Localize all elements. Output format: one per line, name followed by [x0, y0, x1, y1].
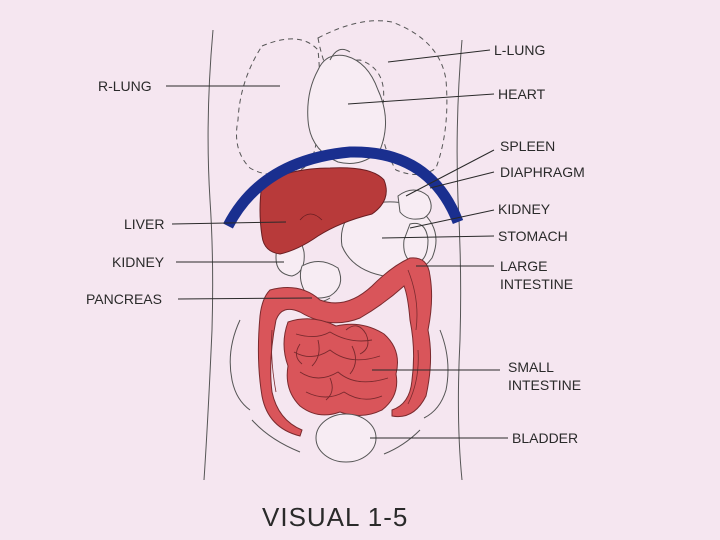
label-heart: HEART	[498, 86, 546, 102]
label-small-intestine-2: INTESTINE	[508, 377, 581, 393]
bladder	[316, 414, 376, 462]
label-r-lung: R-LUNG	[98, 78, 152, 94]
label-large-intestine-2: INTESTINE	[500, 276, 573, 292]
label-bladder: BLADDER	[512, 430, 578, 446]
label-small-intestine-1: SMALL	[508, 359, 554, 375]
right-lung	[237, 39, 320, 175]
label-stomach: STOMACH	[498, 228, 568, 244]
label-large-intestine-1: LARGE	[500, 258, 547, 274]
label-kidney-left: KIDNEY	[498, 201, 551, 217]
label-diaphragm: DIAPHRAGM	[500, 164, 585, 180]
label-spleen: SPLEEN	[500, 138, 555, 154]
label-l-lung: L-LUNG	[494, 42, 545, 58]
small-intestine	[284, 319, 398, 416]
label-liver: LIVER	[124, 216, 164, 232]
label-pancreas: PANCREAS	[86, 291, 162, 307]
spleen	[398, 190, 431, 219]
label-kidney-right: KIDNEY	[112, 254, 165, 270]
heart	[308, 49, 386, 163]
slide-title: VISUAL 1-5	[262, 502, 408, 532]
